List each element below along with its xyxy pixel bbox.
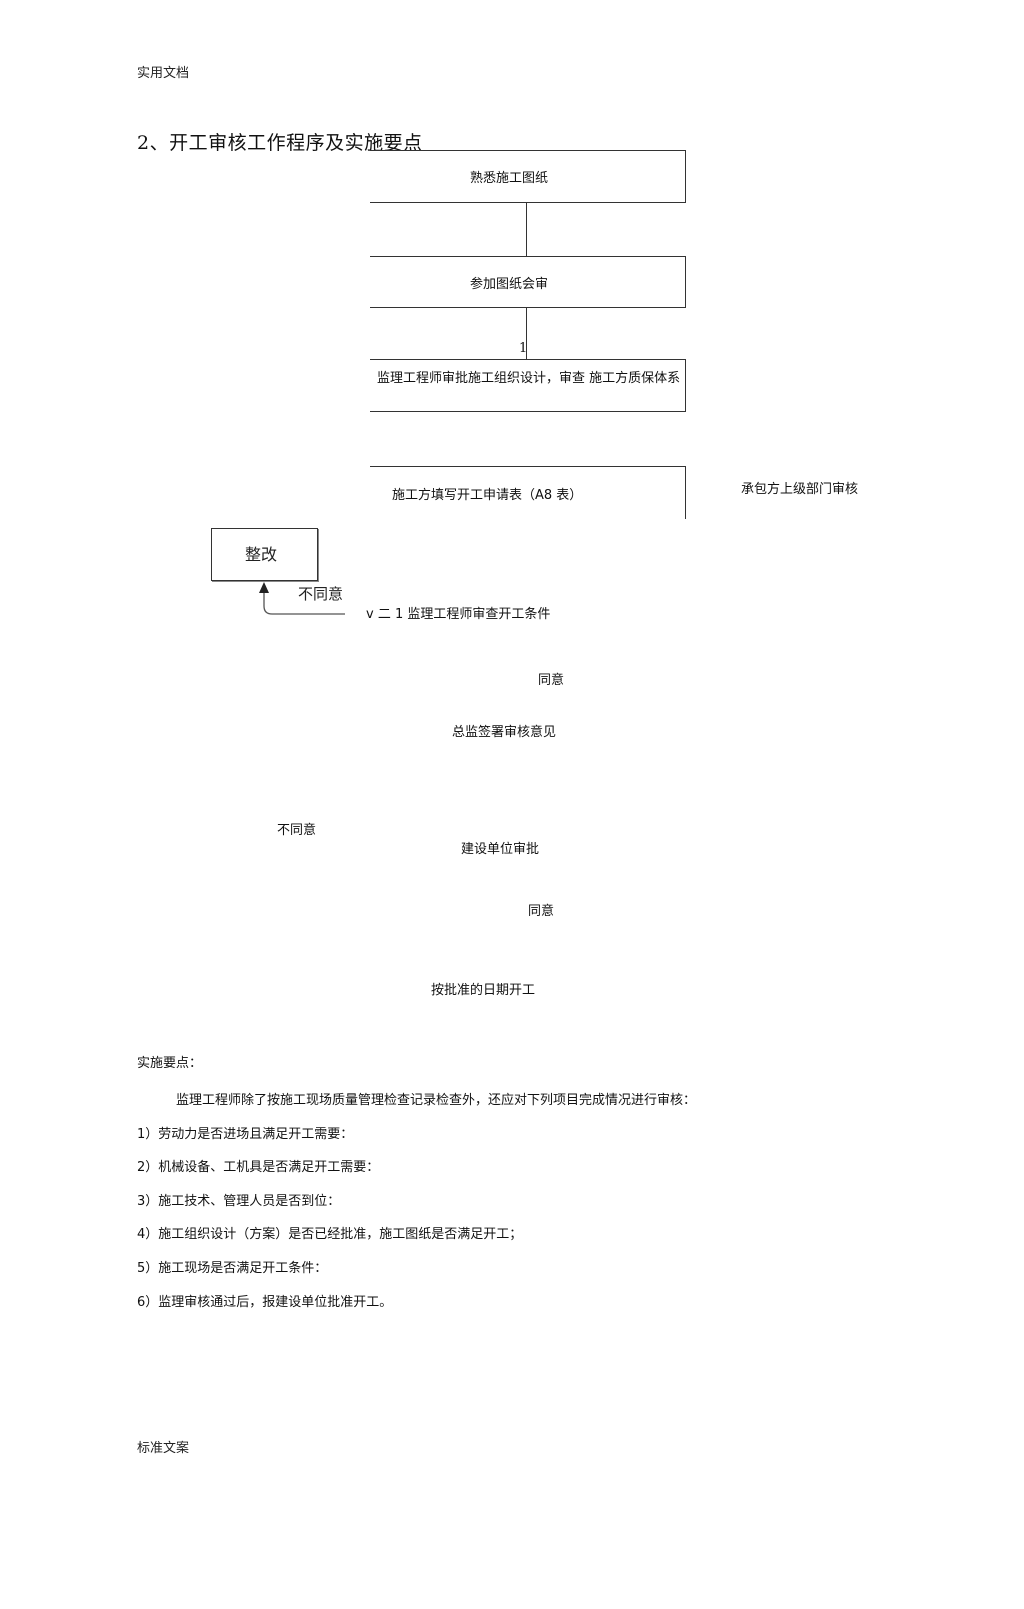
flow-agree-2: 同意 [528, 904, 555, 919]
page-header: 实用文档 [137, 66, 190, 81]
flow-side-note: 承包方上级部门审核 [741, 482, 859, 497]
flow-box-step1 [370, 150, 686, 203]
list-item: 3）施工技术、管理人员是否到位： [137, 1194, 341, 1209]
flow-return-arrow [259, 582, 345, 615]
flow-fix-label: 整改 [245, 545, 278, 564]
flow-connector-2 [526, 308, 527, 359]
flow-box-step4 [370, 466, 686, 519]
list-item: 2）机械设备、工机具是否满足开工需要： [137, 1160, 380, 1175]
flow-mark: 1 [519, 341, 528, 356]
flow-step1-label: 熟悉施工图纸 [470, 171, 549, 186]
page-footer: 标准文案 [137, 1441, 190, 1456]
flow-step4-label: 施工方填写开工申请表（A8 表） [392, 488, 583, 503]
flow-agree-1: 同意 [538, 673, 565, 688]
list-item: 4）施工组织设计（方案）是否已经批准，施工图纸是否满足开工； [137, 1227, 523, 1242]
flow-step6-label: 总监签署审核意见 [452, 725, 557, 740]
flow-disagree-1: 不同意 [298, 585, 344, 603]
flow-fix-box [211, 528, 318, 581]
flow-step2-label: 参加图纸会审 [470, 277, 549, 292]
flow-box-step2 [370, 256, 686, 308]
flow-box-step3 [370, 359, 686, 412]
list-item: 1）劳动力是否进场且满足开工需要： [137, 1127, 354, 1142]
page-title: 2、开工审核工作程序及实施要点 [137, 132, 423, 154]
flow-step5-label: v 二 1 监理工程师审查开工条件 [366, 607, 551, 622]
list-item: 5）施工现场是否满足开工条件： [137, 1261, 328, 1276]
flow-step8-label: 按批准的日期开工 [431, 983, 536, 998]
flow-step3-label: 监理工程师审批施工组织设计，审查 施工方质保体系 [377, 371, 681, 386]
flow-connector-1 [526, 203, 527, 256]
points-heading: 实施要点： [137, 1056, 203, 1071]
points-intro: 监理工程师除了按施工现场质量管理检查记录检查外，还应对下列项目完成情况进行审核： [176, 1093, 697, 1108]
flow-disagree-2: 不同意 [277, 823, 317, 838]
flow-return-arrow-head [259, 582, 269, 593]
flow-step7-label: 建设单位审批 [461, 842, 540, 857]
list-item: 6）监理审核通过后，报建设单位批准开工。 [137, 1295, 393, 1310]
flow-return-arrow-line [263, 590, 345, 615]
